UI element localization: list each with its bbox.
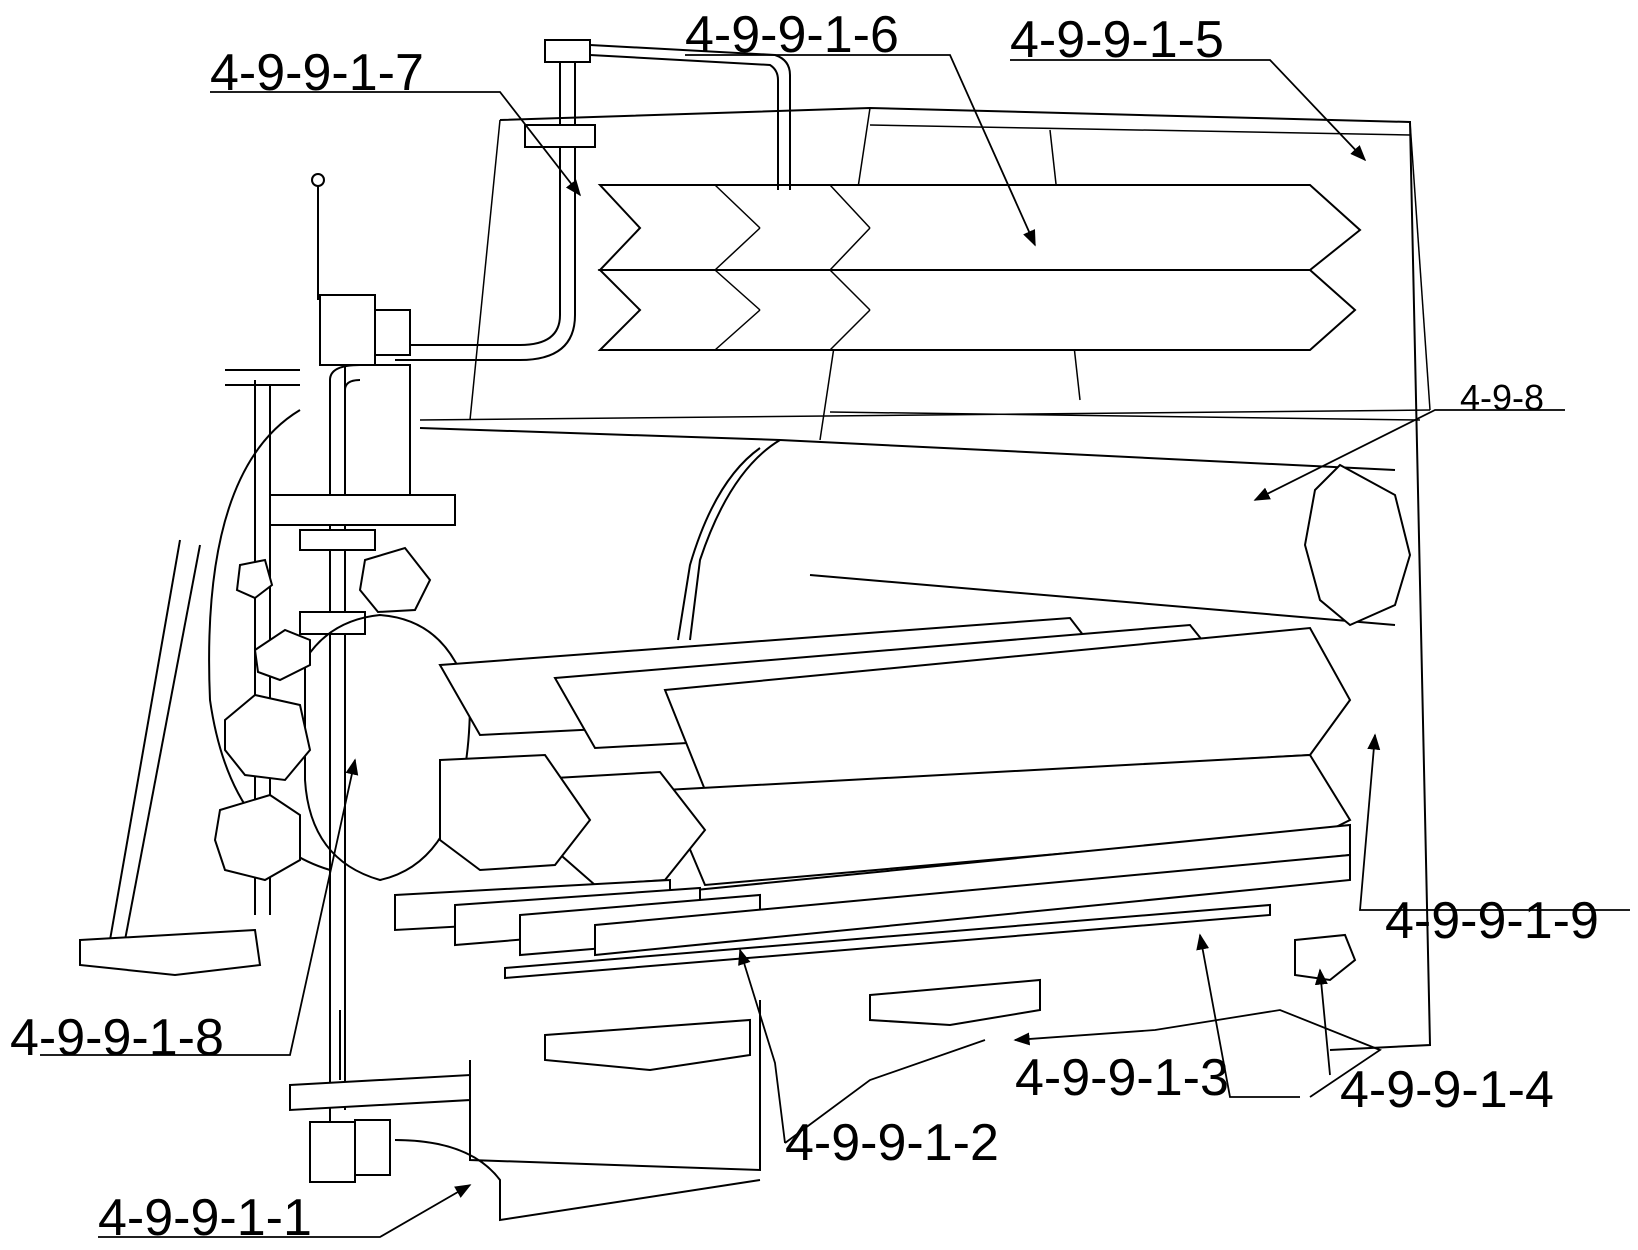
- label-4-9-9-1-5: 4-9-9-1-5: [1010, 11, 1224, 69]
- lower-plates: [438, 616, 1352, 937]
- upper-plates: [597, 184, 1362, 351]
- callout-leaders: [40, 54, 1630, 1238]
- label-4-9-9-1-9: 4-9-9-1-9: [1385, 892, 1599, 950]
- valve-column: [225, 173, 456, 1110]
- base: [79, 853, 1357, 1222]
- rotor-end: [109, 409, 472, 941]
- housing-frame: [419, 106, 1432, 1051]
- labels: 4-9-9-1-7 4-9-9-1-6 4-9-9-1-5 4-9-8 4-9-…: [10, 6, 1599, 1247]
- label-4-9-9-1-2: 4-9-9-1-2: [785, 1114, 999, 1172]
- main-cylinder: [419, 427, 1412, 641]
- label-4-9-9-1-7: 4-9-9-1-7: [210, 44, 424, 102]
- label-4-9-8: 4-9-8: [1460, 377, 1544, 418]
- label-4-9-9-1-8: 4-9-9-1-8: [10, 1009, 224, 1067]
- label-4-9-9-1-4: 4-9-9-1-4: [1340, 1061, 1554, 1119]
- label-4-9-9-1-1: 4-9-9-1-1: [98, 1189, 312, 1247]
- top-pipe: [395, 39, 791, 361]
- label-4-9-9-1-6: 4-9-9-1-6: [685, 6, 899, 64]
- label-4-9-9-1-3: 4-9-9-1-3: [1015, 1049, 1229, 1107]
